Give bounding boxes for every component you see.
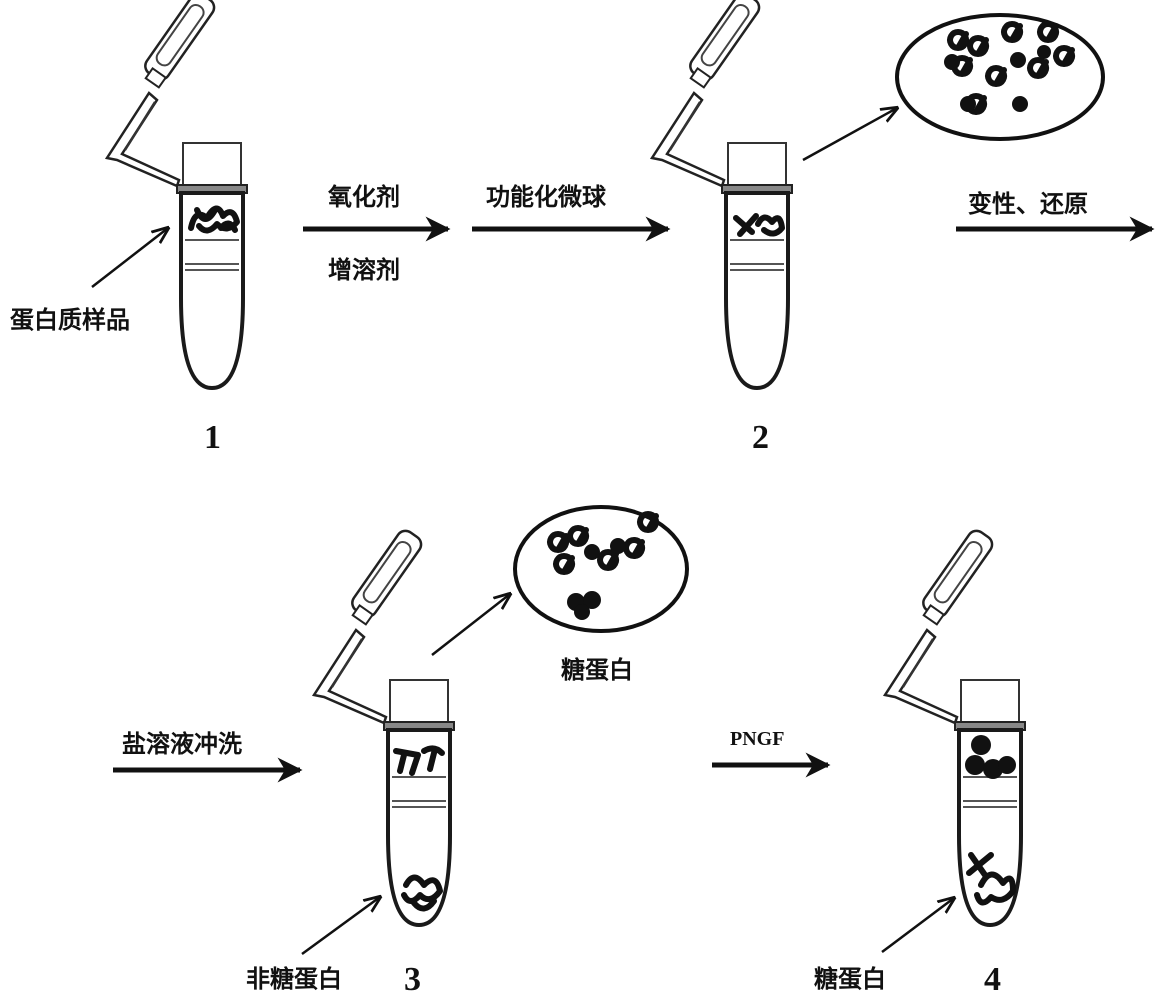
- protein-microsphere-mix: [733, 213, 785, 237]
- pointer-sample: [91, 228, 168, 288]
- pointer-glyco-bottom: [881, 898, 954, 953]
- label-microsphere: 功能化微球: [486, 183, 607, 211]
- glyco-beads: [965, 735, 1016, 779]
- pointer-tube2-to-bubble: [802, 108, 897, 162]
- step-number-2: 2: [752, 419, 769, 456]
- non-glyco-pellet: [401, 874, 443, 912]
- label-pngf: PNGF: [730, 728, 784, 750]
- pointer-tube3-to-bubble: [431, 594, 510, 656]
- tube-3: [312, 525, 456, 927]
- step-number-1: 1: [204, 419, 221, 456]
- zoom-bubble-bottom: [513, 505, 689, 633]
- tube-1: [105, 0, 249, 390]
- pointer-non-glyco: [301, 897, 380, 956]
- label-oxidant: 氧化剂: [328, 183, 400, 211]
- zoom-bubble-top: [895, 13, 1105, 141]
- label-solubilizer: 增溶剂: [328, 256, 400, 284]
- label-non-glyco: 非糖蛋白: [246, 965, 342, 993]
- released-glycoprotein-pellet: [966, 852, 1016, 906]
- label-denature: 变性、还原: [968, 190, 1088, 218]
- bound-glyco-strands: [393, 745, 445, 776]
- protein-scribble: [188, 205, 240, 234]
- tube-2: [650, 0, 794, 390]
- step-number-4: 4: [984, 961, 1001, 998]
- label-sample: 蛋白质样品: [10, 306, 130, 334]
- label-glycoprotein-top: 糖蛋白: [561, 656, 633, 684]
- label-glyco-bottom: 糖蛋白: [814, 965, 886, 993]
- step-number-3: 3: [404, 961, 421, 998]
- tube-4: [883, 525, 1027, 927]
- label-salt-wash: 盐溶液冲洗: [122, 730, 242, 758]
